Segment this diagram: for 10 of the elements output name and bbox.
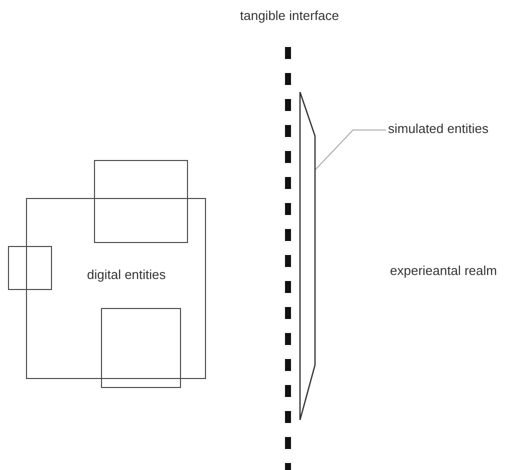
node-label: digital entities: [87, 267, 166, 282]
text-label: tangible interface: [240, 8, 340, 23]
callout-label: simulated entities: [388, 121, 522, 139]
outline-rectangle: [94, 160, 188, 243]
outline-rectangle: [101, 308, 181, 388]
thin-panel-shape: [299, 92, 316, 420]
text-label: experieantal realm: [390, 263, 497, 278]
outline-rectangle: [8, 246, 52, 290]
leader-line: [314, 130, 386, 170]
outline-rectangle: [26, 198, 206, 379]
